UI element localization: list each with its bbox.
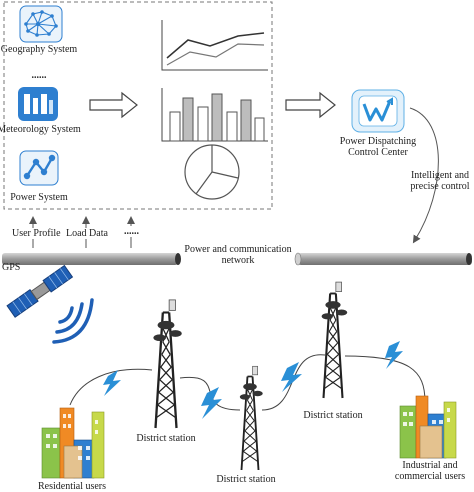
data-sources-box [3,1,273,210]
industrial-users-label: Industrial and commercial users [394,460,466,482]
industrial-buildings-icon [399,395,457,459]
network-label: Power and communication network [184,244,292,266]
tower-right [320,281,349,400]
tower-middle [238,365,264,471]
power-system-label: Power System [10,192,68,203]
district-station-right-label: District station [303,410,363,421]
more-inputs-dots: ...... [124,226,142,237]
meteorology-system-label: Meteorology System [0,124,81,135]
flow-arrow-1 [89,91,138,119]
bar-chart-icon [161,88,268,142]
geography-icon [19,5,63,43]
more-sources-dots: ...... [31,70,47,81]
flow-arrow-2 [285,91,336,119]
control-center-icon [351,89,405,133]
residential-buildings-icon [41,407,105,479]
tower-left [152,298,183,430]
meteorology-icon [18,87,58,121]
network-pipe-right [294,252,472,266]
line-chart-icon [161,20,268,71]
load-data-label: Load Data [66,228,112,239]
network-pipe-left [2,253,181,265]
control-curve-arrow [409,107,439,244]
intelligent-control-label: Intelligent and precise control [410,170,470,192]
district-station-middle-label: District station [216,474,276,485]
control-center-label: Power Dispatching Control Center [339,136,417,158]
pie-chart-icon [184,144,240,200]
user-profile-label: User Profile [12,228,68,239]
residential-users-label: Residential users [37,481,107,492]
geography-system-label: Geography System [0,44,78,55]
district-station-left-label: District station [136,433,196,444]
gps-satellite-icon [6,264,74,318]
gps-label: GPS [2,262,21,273]
power-system-icon [19,150,59,186]
lightning-icons [103,341,403,419]
gps-signal-icon [52,298,94,344]
